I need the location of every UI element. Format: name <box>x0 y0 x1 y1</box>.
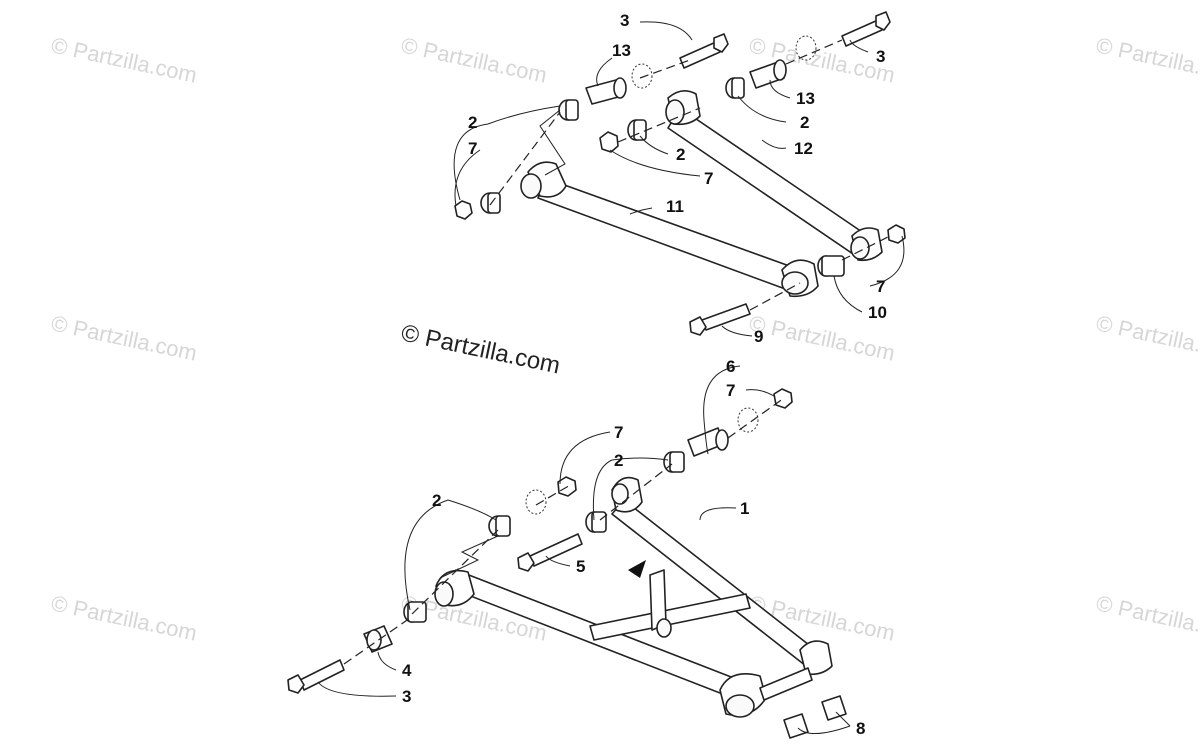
callout-2: 2 <box>614 451 623 470</box>
upper-hardware <box>454 11 906 336</box>
washer <box>737 407 759 433</box>
callout-12: 12 <box>794 139 813 158</box>
direction-arrow-icon <box>628 560 646 578</box>
nut <box>454 200 473 220</box>
watermark-group: © Partzilla.com © Partzilla.com © Partzi… <box>49 32 1200 645</box>
callout-7: 7 <box>726 381 735 400</box>
watermark: © Partzilla.com <box>49 310 199 365</box>
nut <box>773 388 793 409</box>
bushing <box>783 713 809 739</box>
callout-10: 10 <box>868 303 887 322</box>
callout-3: 3 <box>402 687 411 706</box>
bushing <box>821 695 847 721</box>
watermark: © Partzilla.com <box>1094 32 1200 87</box>
callout-8: 8 <box>856 719 865 738</box>
callout-3: 3 <box>876 47 885 66</box>
watermark: © Partzilla.com <box>399 32 549 87</box>
bolt <box>701 303 751 331</box>
lower-a-arm-front-tube <box>611 499 819 667</box>
callout-7: 7 <box>876 277 885 296</box>
callout-13: 13 <box>796 89 815 108</box>
washer <box>525 489 547 515</box>
callout-labels: 3 13 3 2 7 2 7 13 2 12 11 7 10 9 6 7 7 2… <box>402 11 887 738</box>
callout-2: 2 <box>432 491 441 510</box>
callout-4: 4 <box>402 661 412 680</box>
washer <box>795 35 817 61</box>
upper-assembly <box>454 11 906 336</box>
bolt <box>529 533 583 567</box>
brand-watermark: © Partzilla.com <box>399 319 563 379</box>
callout-5: 5 <box>576 557 585 576</box>
bolt <box>679 41 721 69</box>
upper-a-arm-front-tube <box>665 90 883 262</box>
callout-2: 2 <box>676 145 685 164</box>
watermark: © Partzilla.com <box>49 590 199 645</box>
leader-lines <box>317 21 905 734</box>
washer <box>631 63 653 89</box>
callout-3: 3 <box>620 11 629 30</box>
nut <box>887 224 906 244</box>
lower-a-arm-crossbar <box>589 593 751 641</box>
watermark: © Partzilla.com <box>1094 590 1200 645</box>
callout-2: 2 <box>468 113 477 132</box>
watermark: © Partzilla.com <box>49 32 199 87</box>
callout-6: 6 <box>726 357 735 376</box>
callout-7: 7 <box>614 423 623 442</box>
callout-13: 13 <box>612 41 631 60</box>
nut <box>599 131 619 153</box>
lower-assembly <box>287 388 847 739</box>
watermark: © Partzilla.com <box>1094 310 1200 365</box>
callout-1: 1 <box>740 499 749 518</box>
callout-11: 11 <box>666 197 684 216</box>
bolt <box>841 19 883 47</box>
callout-9: 9 <box>754 327 763 346</box>
callout-2: 2 <box>800 113 809 132</box>
callout-7: 7 <box>468 139 477 158</box>
callout-7: 7 <box>704 169 713 188</box>
